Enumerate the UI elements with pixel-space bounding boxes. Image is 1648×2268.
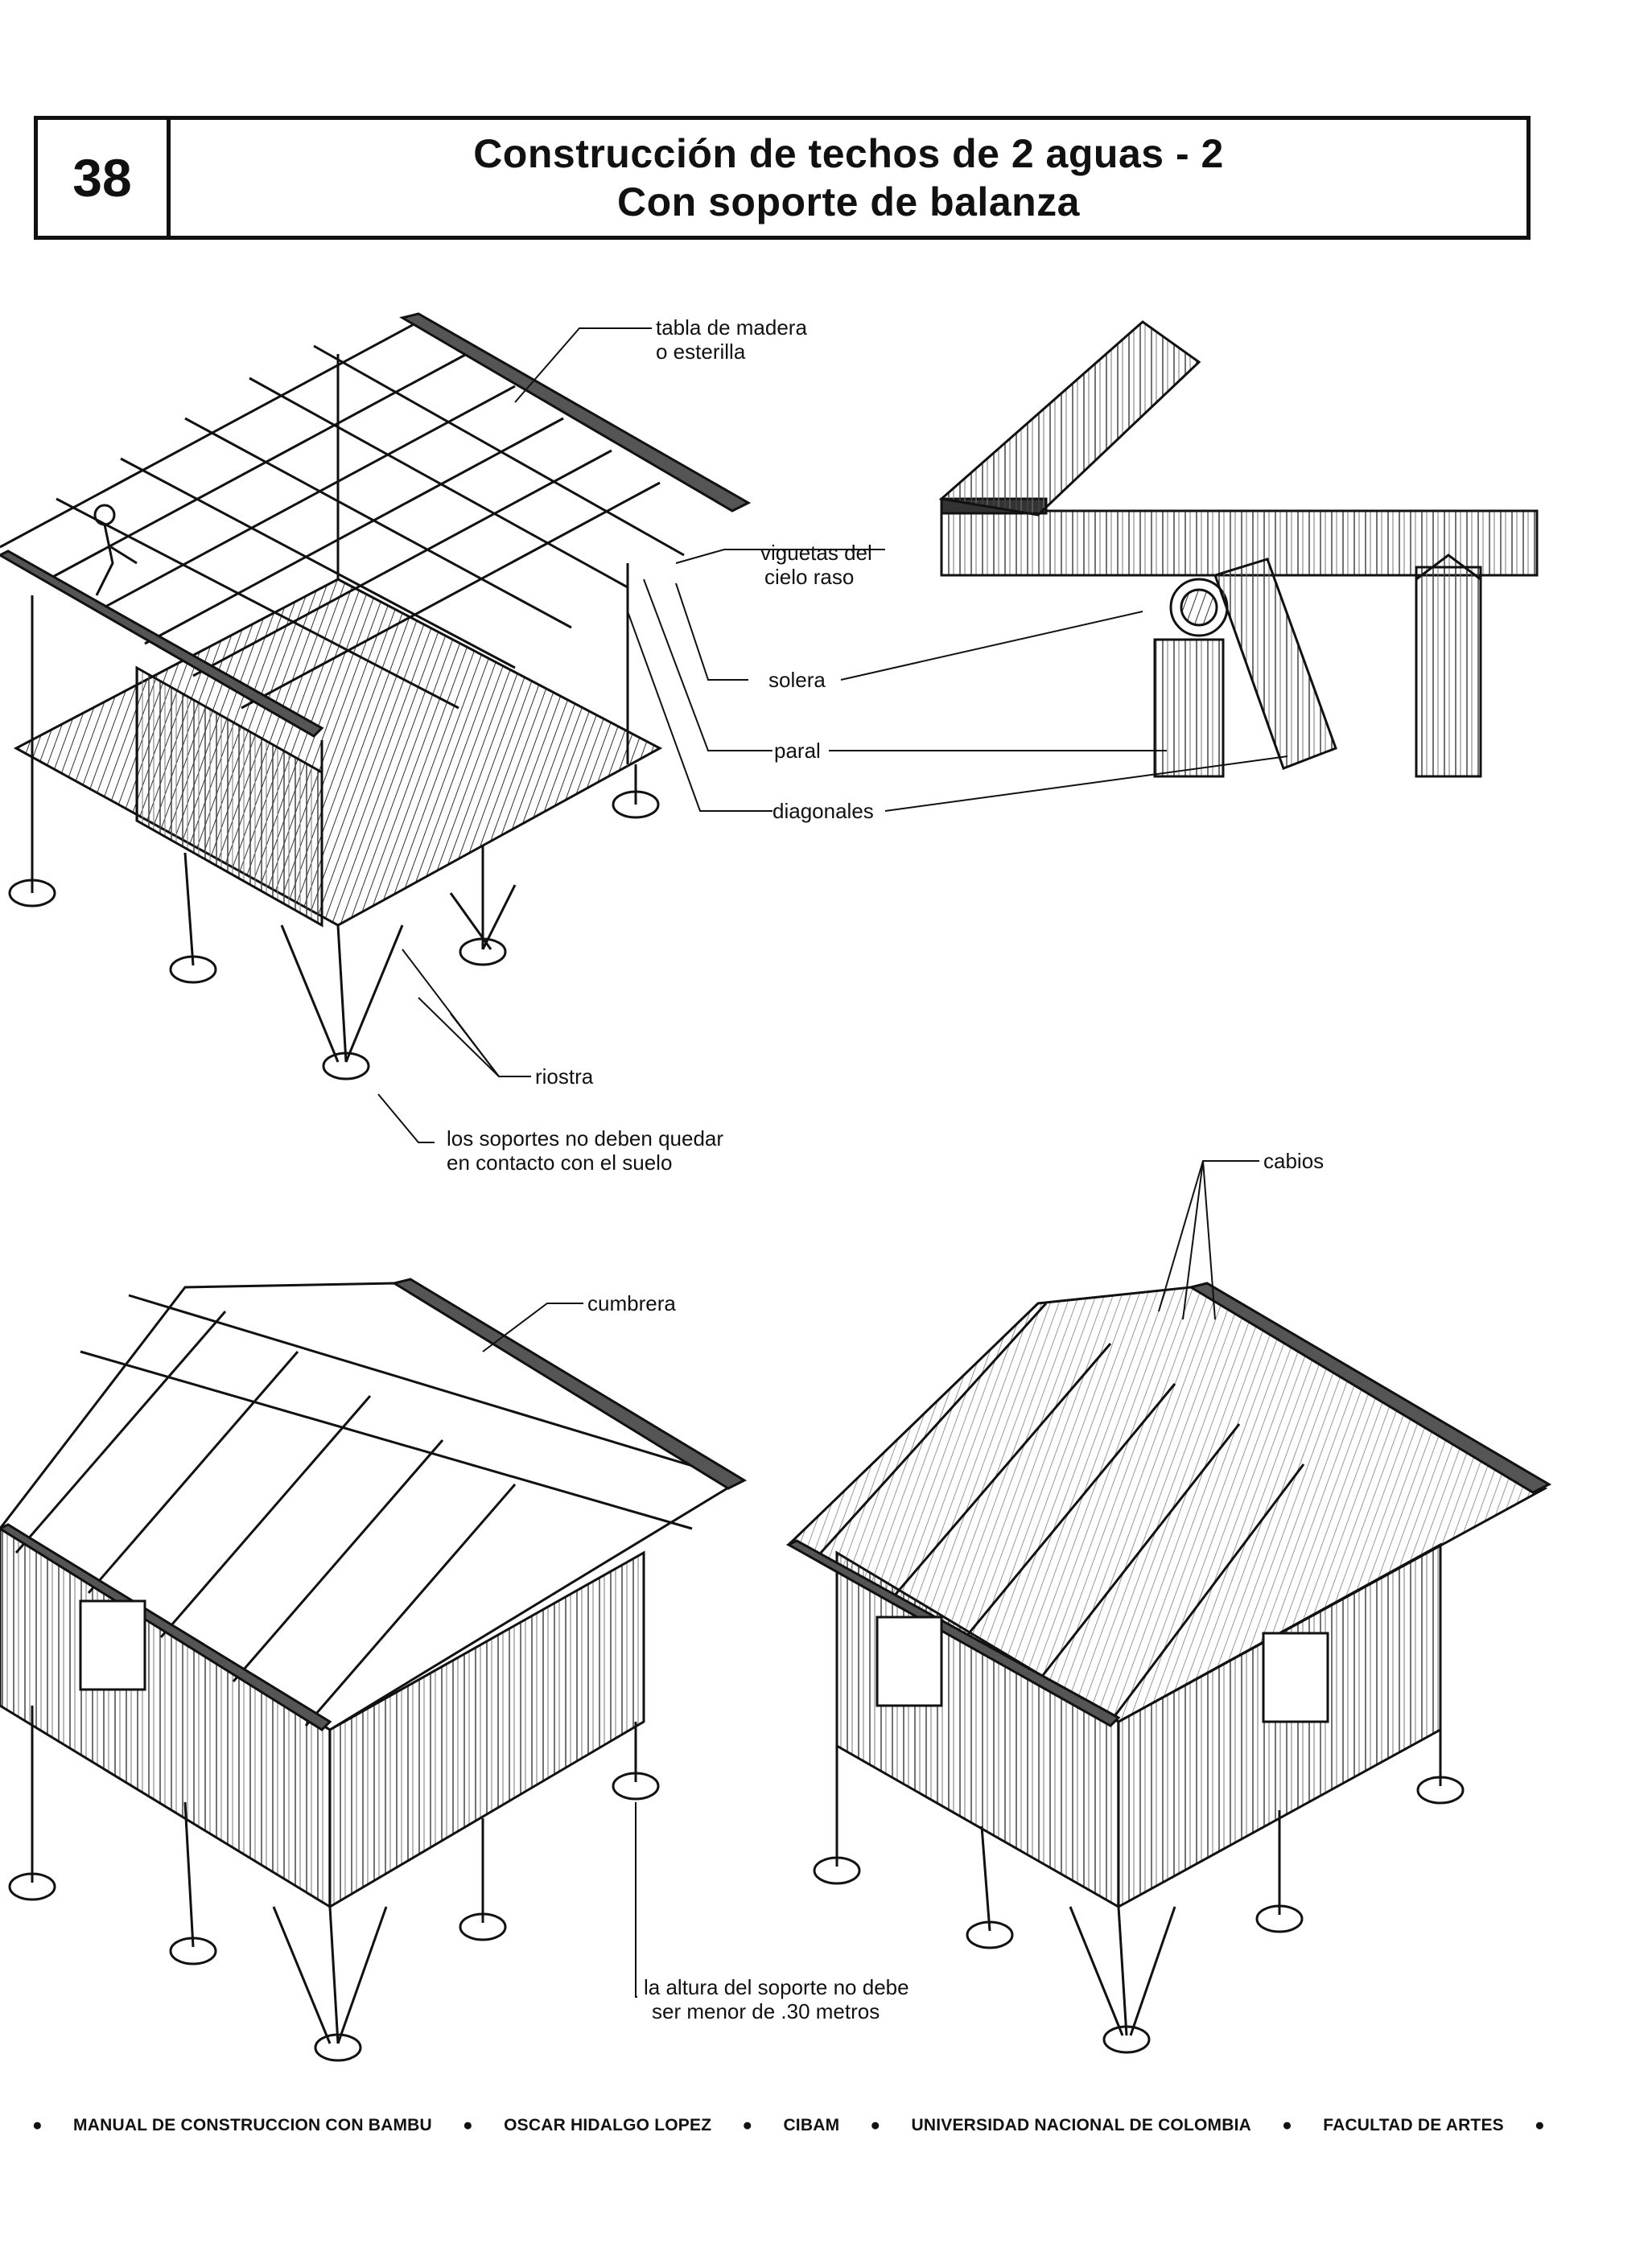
label-altura: la altura del soporte no debe [644, 1975, 909, 1999]
title-block: Construcción de techos de 2 aguas - 2 Co… [171, 120, 1526, 236]
label-viguetas: viguetas del [760, 541, 872, 565]
label-cumbrera: cumbrera [587, 1291, 676, 1315]
house-frame-drawing [0, 312, 752, 1080]
title-line-1: Construcción de techos de 2 aguas - 2 [473, 131, 1224, 176]
label-tabla-2: o esterilla [656, 340, 746, 364]
footer-bullet-icon: ● [870, 2116, 881, 2134]
footer-item: UNIVERSIDAD NACIONAL DE COLOMBIA [911, 2116, 1251, 2134]
footer-item: FACULTAD DE ARTES [1323, 2116, 1504, 2134]
page-header: 38 Construcción de techos de 2 aguas - 2… [34, 116, 1531, 240]
title-line-2: Con soporte de balanza [617, 179, 1080, 224]
footer-item: MANUAL DE CONSTRUCCION CON BAMBU [73, 2116, 432, 2134]
house-ridge-drawing [0, 1278, 748, 2062]
footer-bullet-icon: ● [32, 2116, 43, 2134]
label-altura-2: ser menor de .30 metros [652, 1999, 880, 2023]
label-diagonales: diagonales [772, 799, 874, 823]
footer-item: CIBAM [783, 2116, 840, 2134]
footer-bullet-icon: ● [1535, 2116, 1545, 2134]
label-riostra: riostra [535, 1064, 594, 1089]
label-viguetas-2: cielo raso [764, 565, 855, 589]
leader-lines [377, 327, 1288, 1998]
footer-bullet-icon: ● [742, 2116, 753, 2134]
label-paral: paral [774, 739, 821, 763]
label-soportes-2: en contacto con el suelo [447, 1150, 673, 1175]
label-soportes: los soportes no deben quedar [447, 1126, 724, 1150]
construction-illustrations [0, 312, 1552, 2062]
label-solera: solera [768, 668, 826, 692]
page-number: 38 [38, 120, 171, 236]
footer-bullet-icon: ● [463, 2116, 473, 2134]
house-rafters-drawing [785, 1282, 1552, 2054]
page-footer: ● MANUAL DE CONSTRUCCION CON BAMBU ● OSC… [32, 2116, 1545, 2135]
label-tabla: tabla de madera [656, 315, 807, 340]
footer-bullet-icon: ● [1282, 2116, 1293, 2134]
joint-detail-drawing [938, 320, 1539, 778]
footer-item: OSCAR HIDALGO LOPEZ [504, 2116, 712, 2134]
label-cabios: cabios [1263, 1149, 1325, 1173]
